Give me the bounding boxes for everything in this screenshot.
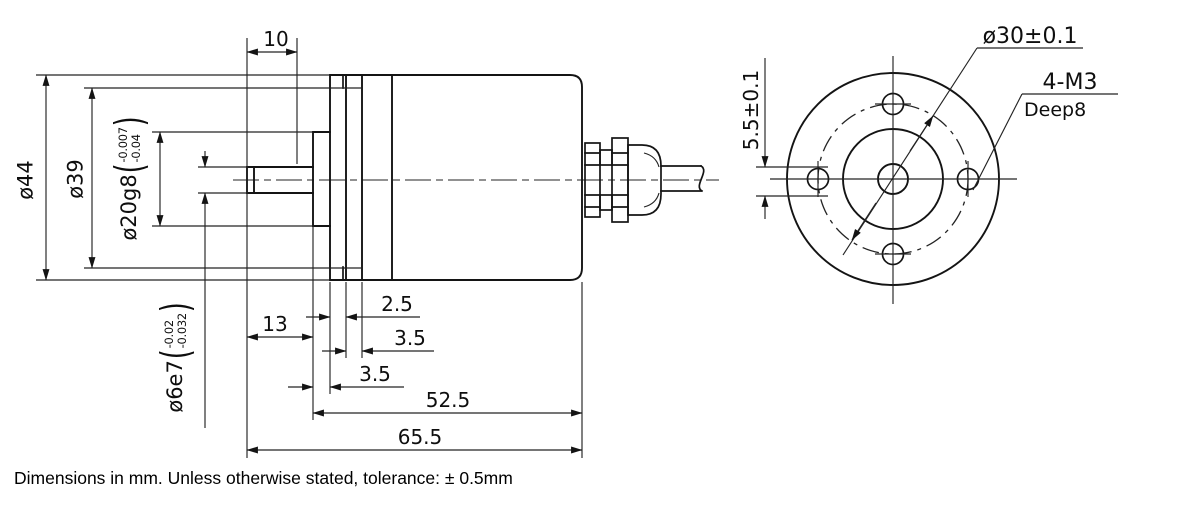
- dim-shaft-exposed-length: 10: [263, 27, 288, 51]
- dim-body-length: 52.5: [426, 388, 471, 412]
- dim-shaft-length: 13: [262, 312, 287, 336]
- dim-total-length: 65.5: [398, 425, 443, 449]
- dimension-lines: [42, 48, 583, 454]
- side-view: 10 13 2.5 3.5 3.5 52.5 65.5: [36, 27, 719, 458]
- dim-boss-length: 3.5: [359, 362, 391, 386]
- tolerance-close-paren: ): [107, 116, 153, 127]
- dia-boss-label: ø20g8(-0.007-0.04): [108, 115, 153, 241]
- extension-lines: [36, 38, 583, 458]
- shaft-tol-upper: -0.02: [162, 320, 177, 349]
- dim-hole-span-label: 5.5±0.1: [739, 70, 763, 150]
- dia-shaft-value: ø6e7: [163, 360, 188, 413]
- boss-tolerance: -0.007-0.04: [116, 127, 143, 163]
- body-outline: [329, 74, 583, 281]
- dia-flange-label: ø39: [63, 159, 88, 199]
- dim-mounting-holes: 4-M3: [1043, 70, 1098, 95]
- front-view: ø30±0.1 4-M3 Deep8: [756, 24, 1118, 304]
- dia-boss-value: ø20g8: [117, 174, 142, 241]
- dia-body-value: ø44: [13, 160, 38, 200]
- dim-flange-plate: 2.5: [381, 292, 413, 316]
- hole-span-dim: [756, 58, 828, 219]
- bolt-circle-leader: [842, 47, 1083, 256]
- cable-gland: [584, 137, 662, 223]
- shaft-tol-lower: -0.032: [175, 313, 189, 349]
- dia-flange-value: ø39: [63, 159, 88, 199]
- boss-tol-upper: -0.007: [116, 127, 131, 163]
- drawing-note: Dimensions in mm. Unless otherwise state…: [14, 468, 513, 488]
- shaft-tolerance: -0.02-0.032: [162, 313, 189, 349]
- dim-bolt-circle: ø30±0.1: [983, 24, 1078, 49]
- tolerance-close-paren: ): [153, 302, 199, 313]
- tolerance-open-paren: (: [107, 163, 153, 174]
- dim-hole-span-value: 5.5±0.1: [739, 69, 763, 151]
- boss-outline: [312, 131, 331, 227]
- cable: [660, 164, 705, 193]
- boss-tol-lower: -0.04: [129, 134, 143, 163]
- tolerance-open-paren: (: [153, 349, 199, 360]
- dia-body-label: ø44: [13, 160, 38, 200]
- dim-neck-width: 3.5: [394, 326, 426, 350]
- dim-hole-depth: Deep8: [1024, 99, 1086, 121]
- front-centerlines: [770, 56, 1017, 304]
- dia-shaft-label: ø6e7(-0.02-0.032): [154, 301, 199, 413]
- mounting-hole-leader: [972, 93, 1118, 191]
